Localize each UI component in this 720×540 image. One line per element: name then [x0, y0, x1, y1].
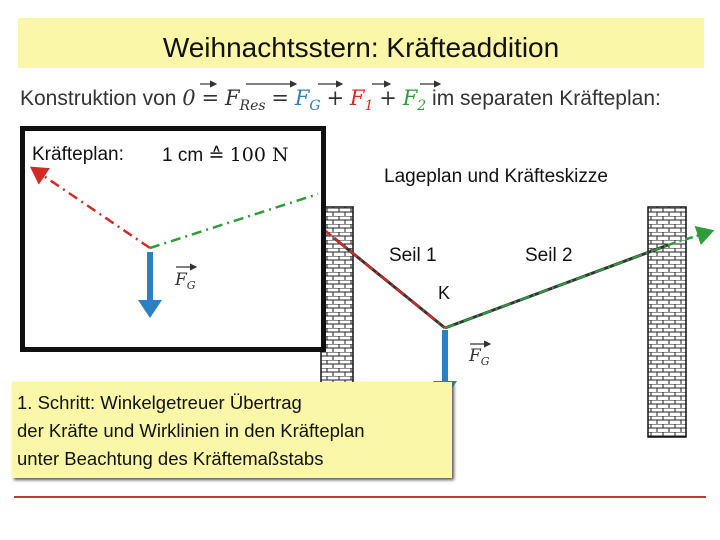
step-note: 1. Schritt: Winkelgetreuer Übertrag der …	[12, 382, 452, 478]
note-line-1: 1. Schritt: Winkelgetreuer Übertrag	[17, 392, 302, 413]
rope-seil-1	[333, 236, 446, 330]
f-2-vector: F2	[402, 86, 427, 114]
scale-left: 1 cm ≙	[162, 145, 225, 166]
seil-2-extension-arrow	[667, 226, 715, 247]
scale-right: 100 N	[229, 144, 289, 166]
f-g-symbol: F	[294, 86, 310, 110]
lageplan-label: Lageplan und Kräfteskizze	[384, 166, 608, 187]
f-g-vector: FG	[294, 86, 321, 114]
bottom-divider	[14, 496, 706, 498]
f-2-subscript: 2	[417, 98, 427, 114]
kraefteplan-fg-label: FG	[175, 270, 196, 292]
rope-seil-2	[444, 243, 669, 330]
note-line-3: unter Beachtung des Kräftemaßstabs	[17, 448, 324, 469]
seil-1-label: Seil 1	[389, 245, 437, 266]
seil-2-label: Seil 2	[525, 245, 573, 266]
construction-prefix: Konstruktion von	[20, 87, 177, 110]
f-2-symbol: F	[402, 86, 418, 110]
equals-sign-2: =	[271, 86, 289, 110]
kraefteplan-f2-line-front	[149, 192, 319, 250]
kraefteplan-f1-line-front	[29, 166, 151, 250]
f-g-subscript: G	[309, 98, 321, 114]
f-res-subscript: Res	[239, 98, 266, 114]
f-1-symbol: F	[349, 86, 365, 110]
note-line-2: der Kräfte und Wirklinien in den Kräftep…	[17, 420, 365, 441]
force-scale: 1 cm ≙ 100 N	[162, 144, 289, 167]
construction-line: Konstruktion von 0 = FRes = FG + F1 + F2…	[20, 86, 661, 114]
plus-sign-1: +	[326, 86, 345, 110]
kraefteplan-fg-subscript: G	[186, 279, 196, 292]
f-1-subscript: 1	[364, 98, 374, 114]
kraefteplan-label: Kräfteplan:	[32, 144, 124, 165]
zero-vector: 0	[182, 86, 195, 110]
lageplan-fg-label: FG	[469, 346, 490, 368]
title-bar: Weihnachtsstern: Kräfteaddition	[18, 18, 704, 68]
knot-label: K	[438, 283, 451, 303]
lageplan-fg-symbol: F	[469, 346, 481, 366]
zero-symbol: 0	[182, 86, 196, 110]
f-res-vector: FRes	[224, 86, 266, 114]
page-title: Weihnachtsstern: Kräfteaddition	[162, 32, 560, 63]
f-res-symbol: F	[224, 86, 240, 110]
equals-sign: =	[201, 86, 220, 110]
kraefteplan-fg-symbol: F	[175, 270, 187, 290]
f-1-vector: F1	[349, 86, 374, 114]
plus-sign-2: +	[379, 86, 397, 110]
construction-suffix: im separaten Kräfteplan:	[432, 87, 661, 110]
lageplan-fg-subscript: G	[480, 355, 490, 368]
kraefteplan-frame	[20, 126, 326, 352]
